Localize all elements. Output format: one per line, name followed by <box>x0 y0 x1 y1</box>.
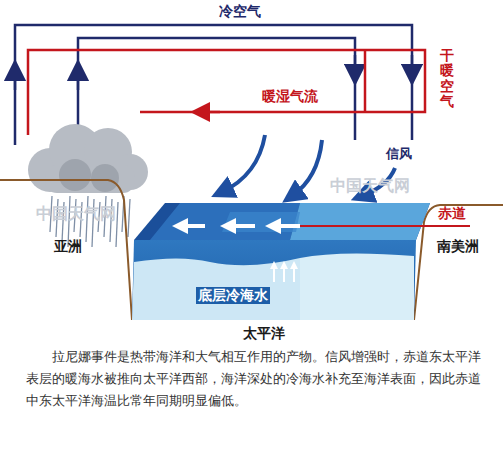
continent-label: 亚洲 <box>54 238 82 255</box>
water-label: 底层冷海水 <box>196 287 270 304</box>
caption: 拉尼娜事件是热带海洋和大气相互作用的产物。信风增强时，赤道东太平洋表层的暖海水被… <box>26 346 488 412</box>
watermark: 中国天气网 <box>36 204 116 223</box>
air-label: 暖湿气流 <box>262 88 318 105</box>
watermark: 中国天气网 <box>330 176 410 195</box>
continent-label: 南美洲 <box>437 238 479 255</box>
wind-label: 信风 <box>386 146 412 162</box>
air-label: 冷空气 <box>219 3 261 20</box>
equator-label: 赤道 <box>438 205 466 222</box>
rain-stroke <box>128 199 130 237</box>
ocean-label: 太平洋 <box>243 325 285 342</box>
air-label: 干暖空气 <box>440 48 454 110</box>
rain-stroke <box>116 202 118 247</box>
